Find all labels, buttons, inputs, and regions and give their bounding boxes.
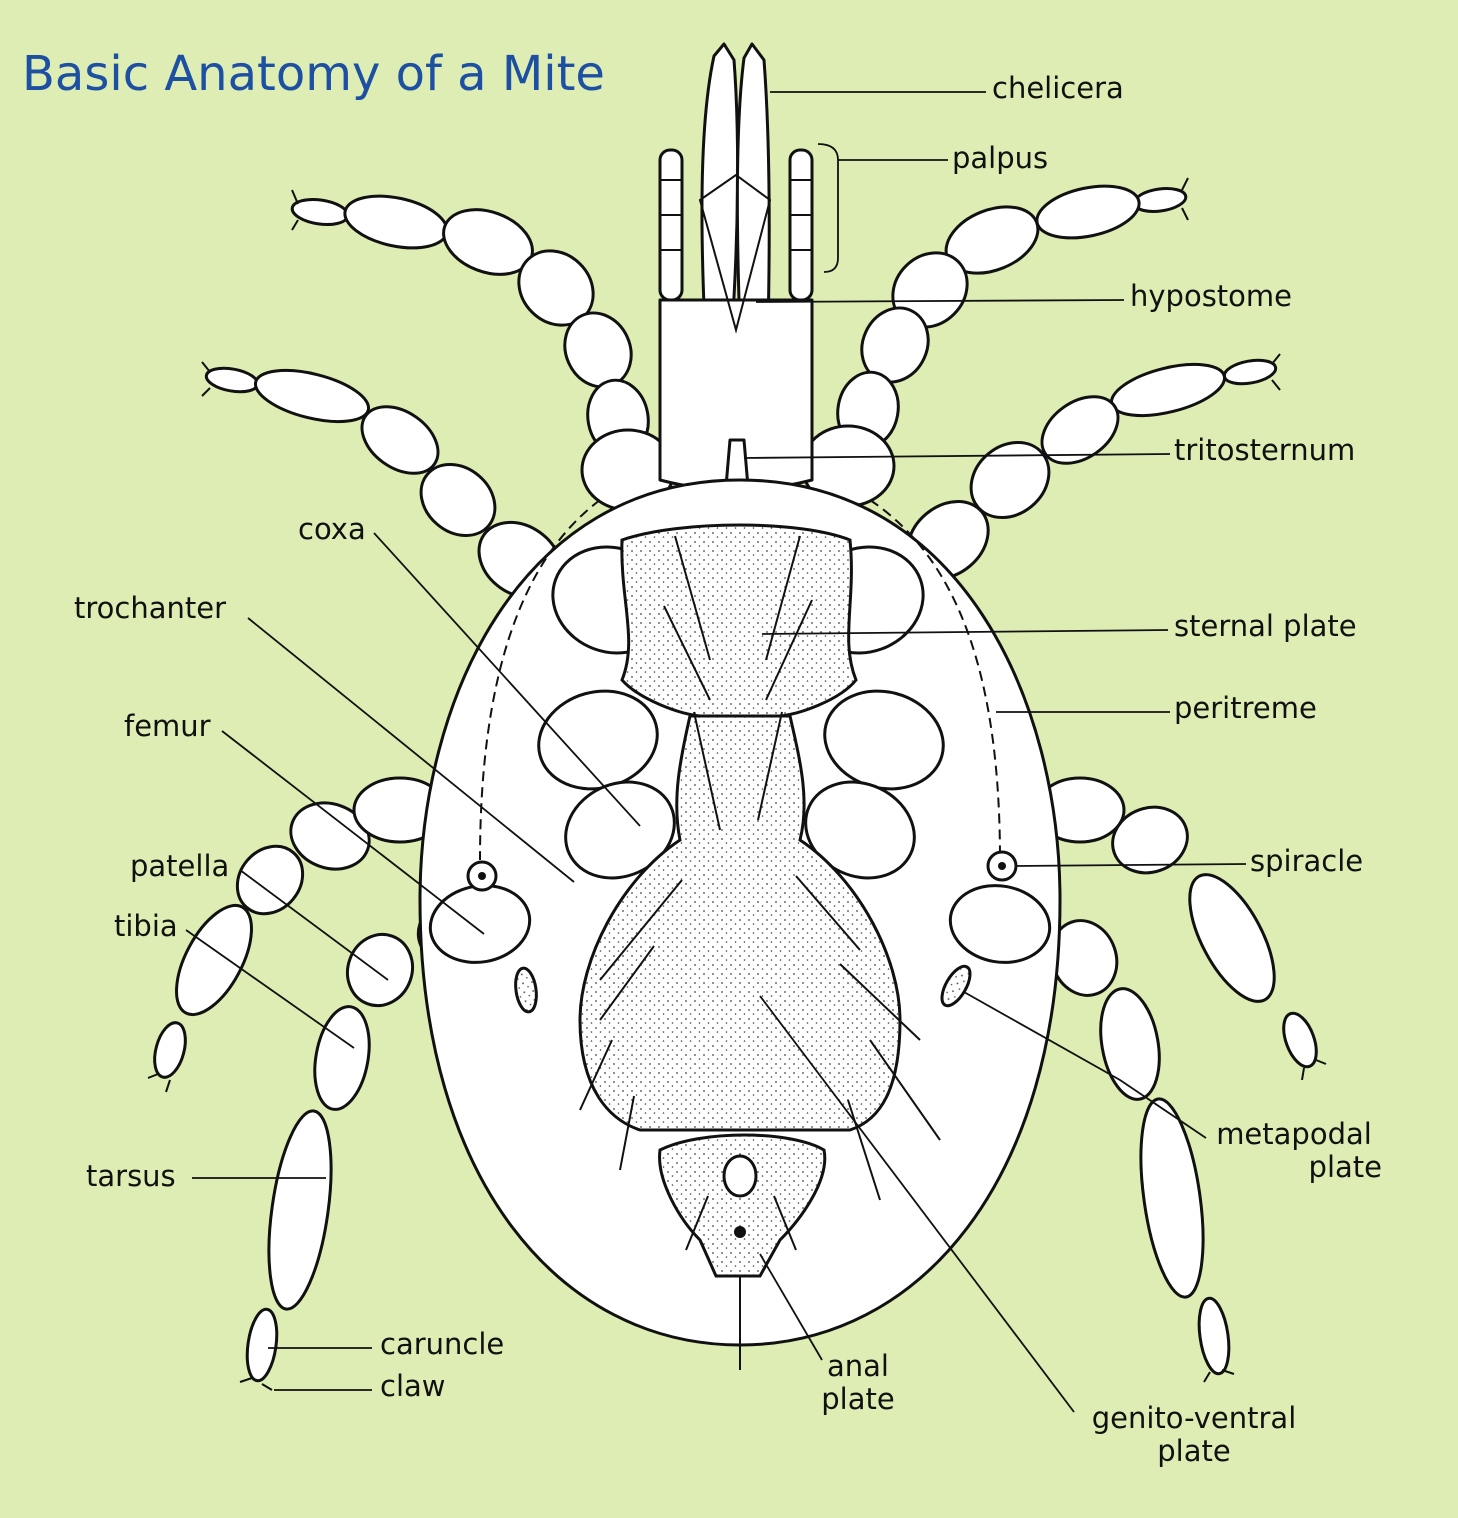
genito-ventral-plate-shape — [578, 714, 902, 1132]
label-anal-plate: anal plate — [810, 1349, 906, 1417]
claws — [147, 177, 1327, 1391]
label-caruncle: caruncle — [380, 1327, 505, 1361]
label-genito-ventral-plate-line2: plate — [1157, 1434, 1231, 1469]
label-patella: patella — [130, 849, 230, 883]
palps — [658, 148, 814, 302]
leg-1-right — [800, 184, 1188, 508]
label-tritosternum: tritosternum — [1174, 433, 1356, 467]
leg-1-left — [290, 194, 676, 512]
label-anal-plate-line2: plate — [821, 1382, 895, 1417]
sternal-plate-shape — [620, 523, 858, 718]
label-metapodal-plate-line2: plate — [1308, 1150, 1382, 1185]
label-tibia: tibia — [114, 909, 178, 943]
label-anal-plate-line1: anal — [827, 1349, 889, 1383]
anal-plate-shape — [658, 1133, 827, 1278]
label-metapodal-plate-line1: metapodal — [1216, 1117, 1372, 1151]
label-sternal-plate: sternal plate — [1174, 609, 1357, 643]
label-genito-ventral-plate: genito-ventral plate — [1076, 1401, 1312, 1469]
metapodal-plate-left — [514, 966, 538, 1014]
label-trochanter: trochanter — [74, 591, 227, 625]
label-palpus: palpus — [952, 141, 1049, 175]
label-coxa: coxa — [298, 512, 366, 546]
label-hypostome: hypostome — [1130, 279, 1293, 313]
label-spiracle: spiracle — [1250, 844, 1364, 878]
label-peritreme: peritreme — [1174, 691, 1317, 725]
label-genito-ventral-plate-line1: genito-ventral — [1091, 1401, 1297, 1435]
diagram-title: Basic Anatomy of a Mite — [22, 46, 605, 102]
label-metapodal-plate: metapodal plate — [1206, 1117, 1382, 1185]
setae — [579, 535, 941, 1370]
label-femur: femur — [124, 709, 211, 743]
chelicerae — [700, 42, 771, 332]
label-tarsus: tarsus — [86, 1159, 176, 1193]
leader-lines — [185, 91, 1247, 1413]
peritremes — [466, 499, 1018, 892]
label-chelicera: chelicera — [992, 71, 1124, 105]
label-claw: claw — [380, 1369, 446, 1403]
anal-opening — [722, 1154, 758, 1198]
metapodal-plate-right — [940, 964, 972, 1008]
